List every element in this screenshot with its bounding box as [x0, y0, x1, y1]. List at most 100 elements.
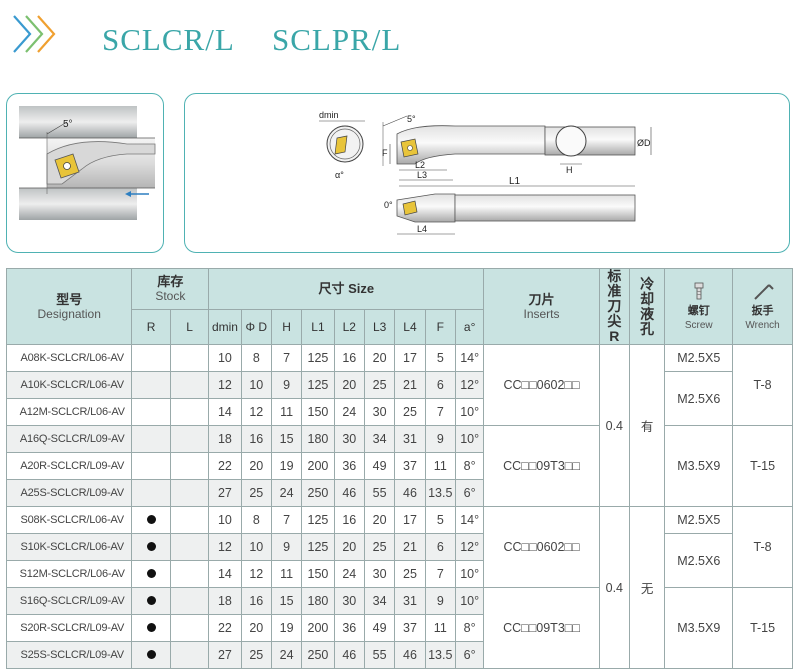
table-cell [169, 344, 210, 372]
col-l4: L4 [394, 308, 426, 346]
insert-cell: CC□□09T3□□ [483, 587, 600, 669]
in-stock-dot [146, 623, 156, 632]
table-cell: 16 [333, 344, 365, 372]
top-angle-label: 5° [407, 114, 416, 124]
table-cell: 8 [240, 344, 272, 372]
table-cell: 125 [301, 506, 335, 534]
table-cell: 11 [424, 614, 456, 642]
boring-bar-detail-panel: 5° [6, 93, 164, 253]
table-cell [169, 425, 210, 453]
table-cell: 6° [454, 641, 485, 669]
table-cell: 20 [240, 614, 272, 642]
table-cell: 8 [240, 506, 272, 534]
table-cell: 9 [270, 371, 303, 399]
table-cell: 10° [454, 425, 485, 453]
table-cell: 46 [394, 641, 426, 669]
table-cell: 250 [301, 641, 335, 669]
in-stock-dot [146, 650, 156, 659]
table-cell: 20 [333, 533, 365, 561]
table-cell [131, 452, 171, 480]
table-cell: 150 [301, 398, 335, 426]
col-dmin: dmin [208, 308, 242, 346]
header-label: Stock [155, 289, 186, 304]
dmin-label: dmin [319, 110, 339, 120]
wrench-header: 扳手 Wrench [732, 268, 793, 345]
l1-label: L1 [509, 176, 521, 187]
designation-header: 型号 Designation [5, 268, 133, 345]
table-cell: 34 [363, 587, 396, 615]
table-cell: 37 [394, 614, 426, 642]
boring-bar-detail-drawing: 5° [19, 104, 156, 236]
col-l2: L2 [333, 308, 365, 346]
screw-cell: M2.5X5 [664, 344, 734, 372]
table-cell: 125 [301, 344, 335, 372]
table-cell: 19 [270, 452, 303, 480]
screw-cell: M3.5X9 [664, 587, 734, 669]
table-cell: 7 [270, 506, 303, 534]
table-cell: 14 [208, 560, 242, 588]
table-cell: 30 [333, 425, 365, 453]
detail-angle-label: 5° [63, 119, 73, 130]
table-cell: A08K-SCLCR/L06-AV [5, 344, 133, 372]
screw-cell: M2.5X5 [664, 506, 734, 534]
col-angle: a° [454, 308, 485, 346]
screw-cell: M2.5X6 [664, 533, 734, 588]
table-cell: S10K-SCLCR/L06-AV [5, 533, 133, 561]
table-cell: 20 [240, 452, 272, 480]
table-cell: 20 [333, 371, 365, 399]
table-cell: 16 [333, 506, 365, 534]
size-header: 尺寸 Size [208, 268, 485, 310]
table-cell: 24 [333, 560, 365, 588]
table-cell: 46 [333, 479, 365, 507]
table-cell [169, 506, 210, 534]
col-l1: L1 [301, 308, 335, 346]
table-cell: 27 [208, 479, 242, 507]
table-cell: 5 [424, 506, 456, 534]
table-cell [169, 614, 210, 642]
inserts-header: 刀片 Inserts [483, 268, 600, 345]
table-cell: 20 [363, 344, 396, 372]
corner-r-header: 标准刀尖R [598, 268, 630, 345]
table-cell: 200 [301, 452, 335, 480]
table-cell: S12M-SCLCR/L06-AV [5, 560, 133, 588]
wrench-cell: T-8 [732, 344, 793, 426]
table-cell: 36 [333, 614, 365, 642]
table-cell: 180 [301, 587, 335, 615]
table-cell: 6° [454, 479, 485, 507]
corner-r-cell: 0.4 [598, 344, 630, 507]
coolant-cell: 有 [628, 344, 666, 507]
table-cell: 15 [270, 587, 303, 615]
corner-r-cell: 0.4 [598, 506, 630, 669]
table-cell [131, 371, 171, 399]
specification-table: 型号 Designation 库存 Stock 尺寸 Size 刀片 Inser… [5, 268, 793, 669]
table-cell: 8° [454, 614, 485, 642]
table-cell: 16 [240, 425, 272, 453]
table-cell: 125 [301, 533, 335, 561]
table-cell: 17 [394, 344, 426, 372]
stock-dot [131, 506, 171, 534]
table-cell: A25S-SCLCR/L09-AV [5, 479, 133, 507]
insert-cell: CC□□09T3□□ [483, 425, 600, 507]
header-label: 型号 [56, 292, 83, 307]
table-cell: 12° [454, 371, 485, 399]
table-cell [131, 641, 171, 669]
table-cell: 12 [240, 398, 272, 426]
header-label: 尺寸 Size [318, 281, 375, 297]
table-cell [131, 560, 171, 588]
table-cell: 34 [363, 425, 396, 453]
chevron-right-icon [13, 15, 56, 53]
table-cell: 55 [363, 641, 396, 669]
wrench-cell: T-15 [732, 587, 793, 669]
table-cell: 24 [270, 641, 303, 669]
table-cell [169, 398, 210, 426]
table-cell: 25 [394, 398, 426, 426]
title-sclpr: SCLPR/L [272, 22, 402, 57]
table-cell: 55 [363, 479, 396, 507]
